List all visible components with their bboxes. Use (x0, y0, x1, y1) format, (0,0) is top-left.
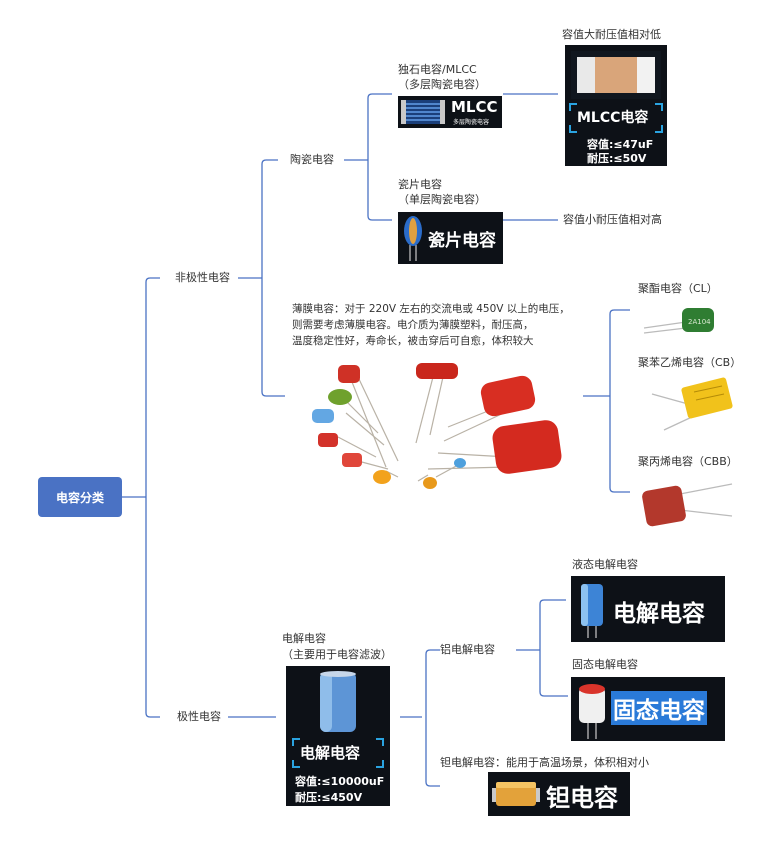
tantalum-logo-image: 钽电容 (488, 772, 630, 816)
root-node[interactable]: 电容分类 (38, 477, 122, 517)
disc-capacitor-icon (404, 216, 422, 261)
mlcc-logo-text: MLCC (451, 98, 498, 116)
film-cap-red-xlarge (492, 420, 562, 474)
cl-capacitor-image: 2A104 (643, 308, 714, 334)
node-solid-electrolytic[interactable]: 固态电解电容 (572, 658, 638, 671)
film-cap-orange (373, 470, 391, 484)
solid-can-icon (579, 684, 605, 739)
node-mlcc-title[interactable]: 独石电容/MLCC (398, 63, 477, 76)
branch-nonpolar[interactable]: 非极性电容 (175, 271, 230, 284)
cb-capacitor-image (651, 377, 733, 431)
node-electrolytic-title[interactable]: 电解电容 (282, 632, 326, 645)
solid-logo-text: 固态电容 (611, 691, 707, 725)
film-cap-green (328, 389, 352, 405)
film-cap-blue (312, 409, 334, 423)
film-description-line-2: 则需要考虑薄膜电容。电介质为薄膜塑料，耐压高， (292, 319, 534, 331)
film-cap-blue-small (454, 458, 466, 468)
node-mlcc-subtitle: （多层陶瓷电容） (398, 78, 486, 91)
electrolytic-big-label: 电解电容 (300, 744, 361, 762)
solid-electrolytic-image: 固态电容 (571, 677, 725, 741)
mlcc-chip-image: MLCC电容 容值:≤47uF 耐压:≤50V (565, 45, 667, 166)
electrolytic-voltage: 耐压:≤450V (295, 791, 363, 804)
node-film-cbb[interactable]: 聚丙烯电容（CBB） (638, 455, 738, 468)
film-cap-red-flat (416, 363, 458, 379)
node-disc-subtitle: （单层陶瓷电容） (398, 193, 486, 206)
liquid-can-icon (581, 584, 603, 638)
film-description-line-1: 薄膜电容：对于 220V 左右的交流电或 450V 以上的电压， (292, 303, 570, 315)
mlcc-big-label: MLCC电容 (577, 110, 649, 126)
mlcc-layers-icon (401, 100, 445, 124)
disc-logo-text: 瓷片电容 (428, 231, 496, 251)
film-cap-red-large (480, 375, 536, 417)
electrolytic-capacitance: 容值:≤10000uF (295, 775, 385, 788)
mlcc-note: 容值大耐压值相对低 (562, 28, 661, 41)
disc-logo-image: 瓷片电容 (398, 212, 503, 264)
film-cap-red-small (338, 365, 360, 383)
root-label: 电容分类 (55, 490, 104, 505)
node-electrolytic-subtitle: （主要用于电容滤波） (282, 648, 392, 661)
mlcc-chip-icon (571, 51, 661, 99)
tantalum-chip-icon (492, 782, 540, 806)
mlcc-voltage: 耐压:≤50V (587, 152, 647, 165)
liquid-electrolytic-image: 电解电容 (571, 576, 725, 642)
node-film-cb[interactable]: 聚苯乙烯电容（CB） (638, 356, 742, 369)
node-aluminum-electrolytic[interactable]: 铝电解电容 (440, 643, 495, 656)
mlcc-logo-image: MLCC 多层陶瓷电容 (398, 96, 502, 128)
film-description-line-3: 温度稳定性好，寿命长，被击穿后可自愈，体积较大 (292, 335, 534, 347)
node-disc-title[interactable]: 瓷片电容 (398, 178, 442, 191)
film-cap-red-mini (342, 453, 362, 467)
disc-note: 容值小耐压值相对高 (563, 213, 662, 226)
electrolytic-can-icon (320, 671, 356, 732)
node-liquid-electrolytic[interactable]: 液态电解电容 (572, 558, 638, 571)
cl-capacitor-mark: 2A104 (688, 318, 711, 326)
film-cap-orange-small (423, 477, 437, 489)
liquid-logo-text: 电解电容 (613, 601, 705, 627)
node-film-cl[interactable]: 聚酯电容（CL） (638, 282, 718, 295)
mlcc-logo-subtext: 多层陶瓷电容 (453, 119, 490, 126)
tantalum-logo-text: 钽电容 (546, 784, 618, 812)
node-tantalum-electrolytic[interactable]: 钽电解电容：能用于高温场景，体积相对小 (440, 756, 649, 769)
film-cap-red-box (318, 433, 338, 447)
electrolytic-image: 电解电容 容值:≤10000uF 耐压:≤450V (286, 666, 390, 806)
branch-polar[interactable]: 极性电容 (177, 710, 221, 723)
node-ceramic[interactable]: 陶瓷电容 (290, 153, 334, 166)
mlcc-capacitance: 容值:≤47uF (587, 138, 654, 151)
film-capacitors-photo (312, 363, 562, 489)
cbb-capacitor-image (642, 483, 733, 527)
